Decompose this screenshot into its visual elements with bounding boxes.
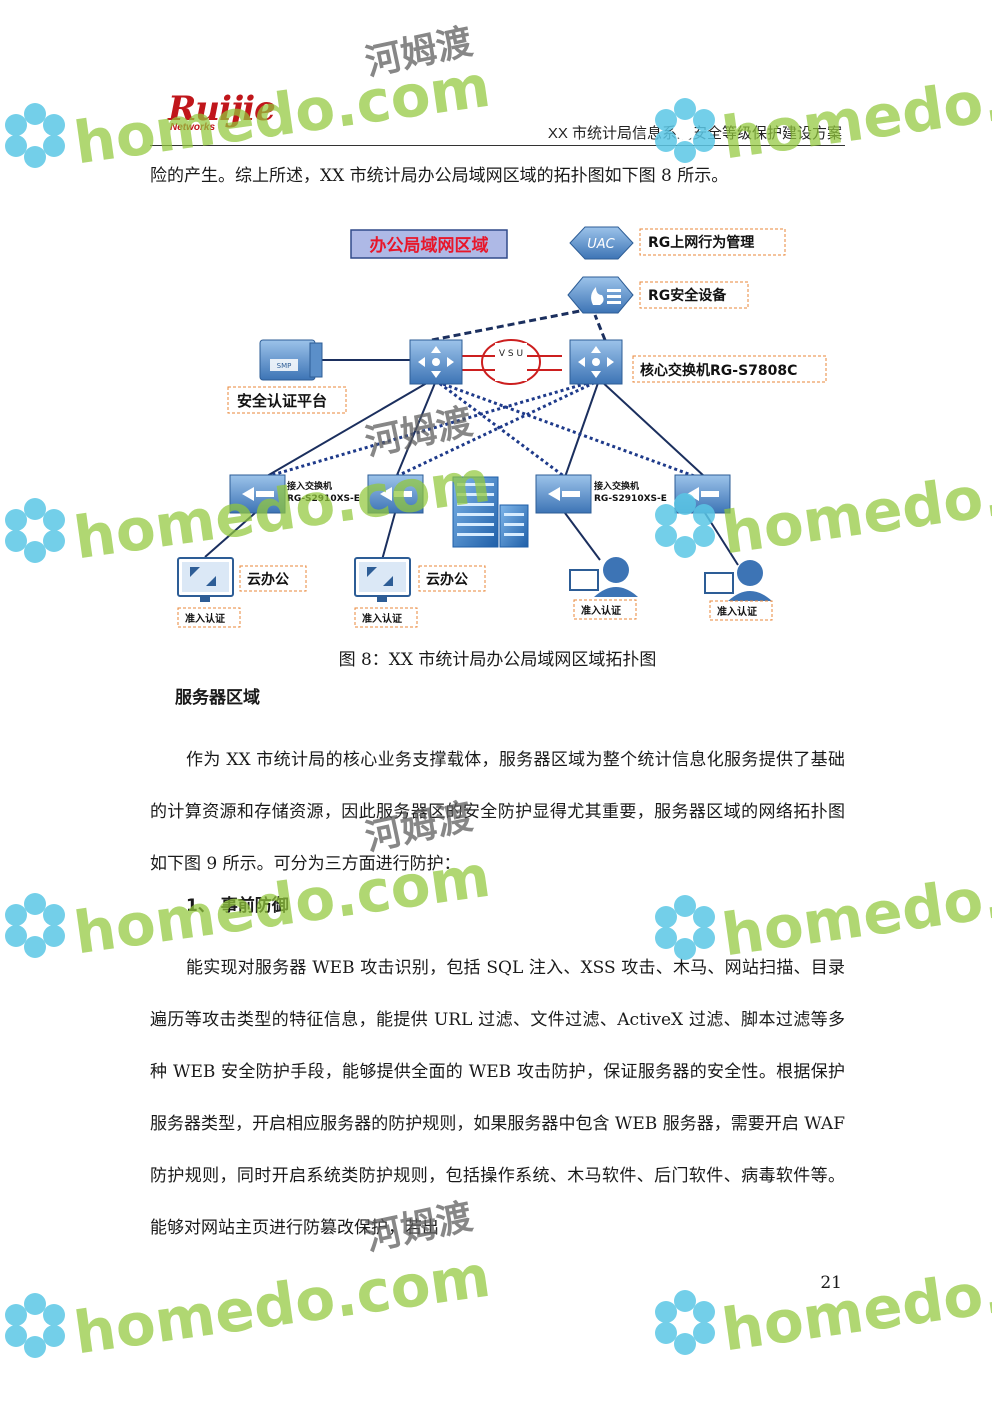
smp-server-icon: SMP (259, 339, 323, 381)
access-switch-label-1: 接入交换机 (287, 480, 332, 492)
watermark-latin-2: homedo.com (718, 46, 992, 173)
office-building-icon (452, 476, 529, 548)
topology-svg: V S U 办公局域网区域 UAC RG上网行为管理 RG安全设备 (177, 226, 827, 628)
access-switch-4-icon (674, 474, 731, 514)
admission-label-box-3: 准入认证 (573, 599, 637, 620)
figure-caption: 图 8：XX 市统计局办公局域网区域拓扑图 (338, 650, 657, 670)
access-switch-model-2: RG-S2910XS-E (594, 494, 667, 504)
access-switch-3-icon (535, 474, 592, 514)
core-switch-label: 核心交换机RG-S7808C (640, 362, 797, 379)
ruijie-logo: Ruijie Networks (168, 92, 303, 138)
logo-sub-text: Networks (170, 122, 216, 133)
auth-platform-label: 安全认证平台 (237, 392, 327, 410)
access-switch-label-box-1: 接入交换机 RG-S2910XS-E (287, 480, 360, 504)
security-label-box: RG安全设备 (639, 281, 749, 309)
security-device-icon (567, 276, 634, 314)
watermark-chinese-1: 河姆渡 (361, 21, 477, 84)
cloud-office-label-2: 云办公 (426, 571, 468, 588)
admission-label-box-2: 准入认证 (354, 607, 418, 628)
uac-label-box: RG上网行为管理 (639, 228, 786, 256)
access-switch-model-1: RG-S2910XS-E (287, 494, 360, 504)
admission-label-2: 准入认证 (362, 612, 402, 625)
access-switch-2-icon (367, 474, 424, 514)
dotted-links (254, 378, 706, 482)
uac-label: RG上网行为管理 (648, 234, 754, 251)
auth-platform-label-box: 安全认证平台 (227, 386, 347, 414)
subsection-title: 1、 事前防御 (186, 896, 289, 916)
cloud-office-label-box-2: 云办公 (418, 565, 486, 592)
header-rule (150, 145, 845, 146)
vsu-label: V S U (499, 349, 523, 359)
uac-icon-label: UAC (587, 237, 615, 252)
core-switch-label-box: 核心交换机RG-S7808C (632, 355, 827, 383)
header-title: XX 市统计局信息系统安全等级保护建设方案 (547, 125, 842, 142)
admission-label-box-4: 准入认证 (709, 600, 773, 621)
cloud-office-label-1: 云办公 (247, 571, 289, 588)
dashed-links (431, 308, 607, 342)
core-switch-left-icon (409, 339, 463, 385)
watermark-flower-icon (5, 103, 65, 168)
user-workstation-2-icon (704, 560, 772, 601)
watermark-latin-7: homedo.com (70, 1241, 495, 1368)
zone-title-box: 办公局域网区域 (350, 229, 508, 259)
watermark-flower-icon (655, 1290, 715, 1355)
admission-label-1: 准入认证 (185, 612, 225, 625)
logo-main-text: Ruijie (168, 89, 276, 129)
cloud-office-label-box-1: 云办公 (239, 565, 307, 592)
page-number: 21 (820, 1273, 842, 1293)
access-switch-label-2: 接入交换机 (594, 480, 639, 492)
core-switch-right-icon (569, 339, 623, 385)
access-switch-label-box-2: 接入交换机 RG-S2910XS-E (594, 480, 667, 504)
intro-paragraph: 险的产生。综上所述，XX 市统计局办公局域网区域的拓扑图如下图 8 所示。 (150, 166, 729, 186)
zone-title: 办公局域网区域 (370, 235, 489, 256)
access-switch-1-icon (229, 474, 286, 514)
smp-icon-label: SMP (277, 362, 292, 370)
pre-defense-paragraph: 能实现对服务器 WEB 攻击识别，包括 SQL 注入、XSS 攻击、木马、网站扫… (150, 958, 845, 1238)
watermark-flower-icon (5, 1293, 65, 1358)
watermark-flower-icon (5, 498, 65, 563)
vsu-ring: V S U (462, 339, 562, 385)
admission-label-4: 准入认证 (717, 605, 757, 618)
security-label: RG安全设备 (648, 287, 727, 304)
cloud-terminal-2-icon (354, 557, 411, 602)
topology-diagram: V S U 办公局域网区域 UAC RG上网行为管理 RG安全设备 (170, 215, 850, 635)
cloud-terminal-1-icon (177, 557, 234, 602)
user-workstation-1-icon (569, 557, 638, 597)
section-title: 服务器区域 (175, 688, 260, 708)
watermark-latin-8: homedo.com (718, 1238, 992, 1365)
server-zone-paragraph: 作为 XX 市统计局的核心业务支撑载体，服务器区域为整个统计信息化服务提供了基础… (150, 750, 845, 874)
uac-device-icon: UAC (569, 226, 634, 260)
admission-label-box-1: 准入认证 (177, 607, 241, 628)
watermark-flower-icon (5, 893, 65, 958)
admission-label-3: 准入认证 (581, 604, 621, 617)
